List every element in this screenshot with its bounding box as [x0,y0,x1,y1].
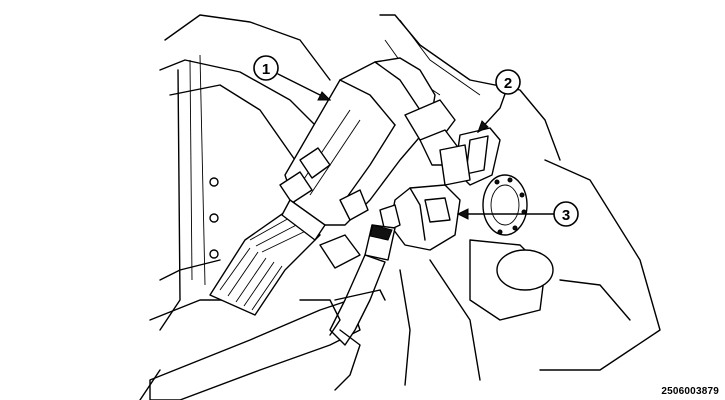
callout-1: 1 [253,55,279,81]
large-hose [139,299,361,400]
callout-1-label: 1 [262,61,270,78]
component-sensor-connector [439,127,528,236]
callout-3: 3 [553,201,579,227]
background-structure [159,14,561,331]
right-side-hardware [399,159,661,386]
callout-3-label: 3 [562,207,570,224]
figure-id: 2506003879 [661,386,719,397]
callout-2-label: 2 [504,75,512,92]
component-module [279,57,461,241]
callout-leaders [277,73,555,220]
callout-2: 2 [495,69,521,95]
wiring-harness [299,234,386,391]
component-connector-plug [364,184,461,261]
